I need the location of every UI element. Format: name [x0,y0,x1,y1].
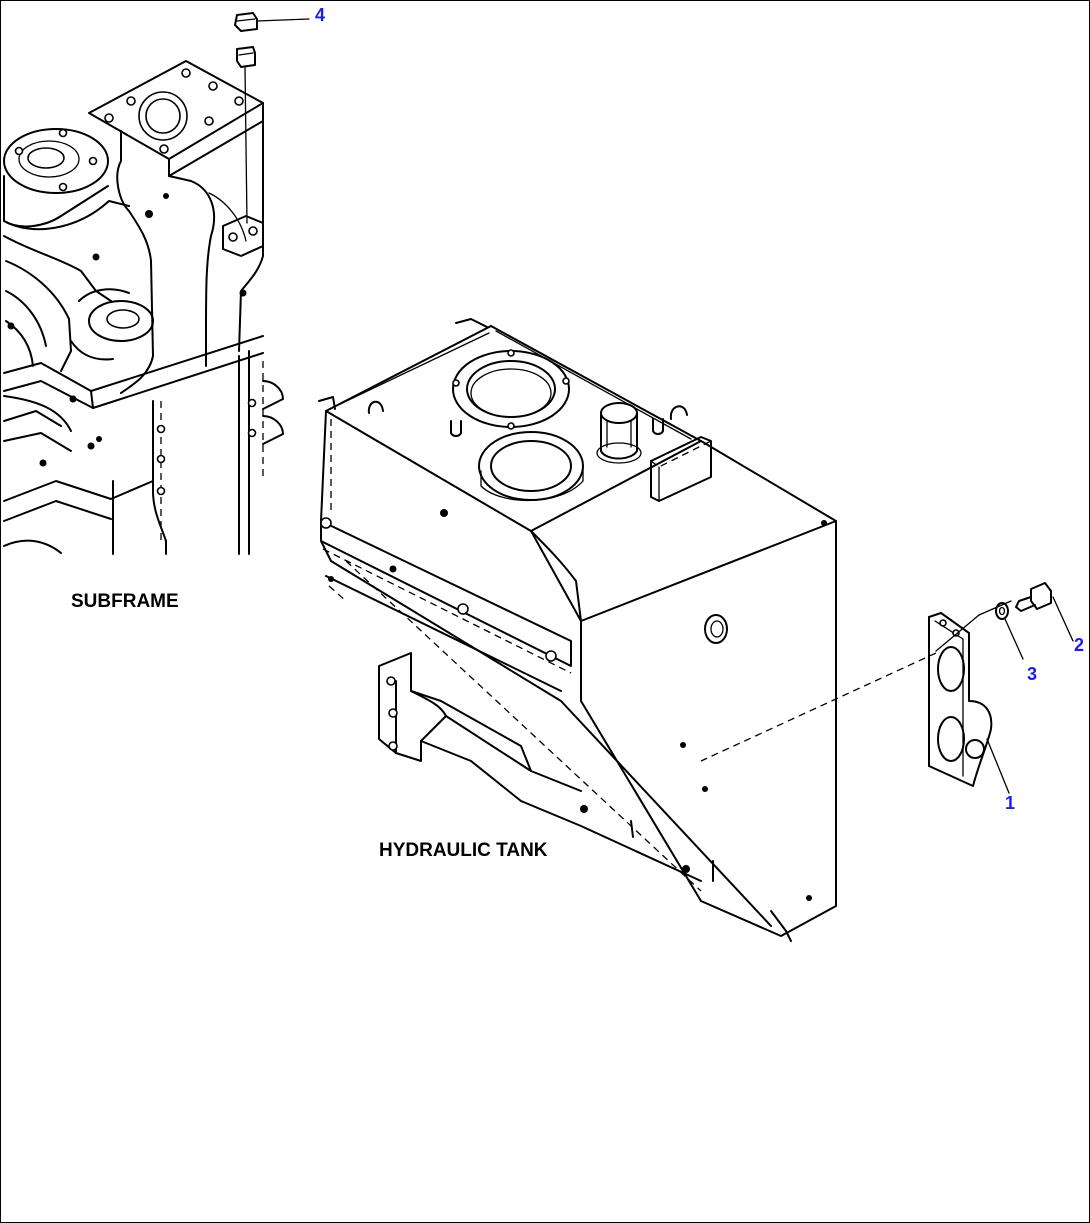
callout-4: 4 [315,5,326,25]
hydraulic-tank-drawing [318,318,837,942]
item-4-fitting [234,12,310,224]
callout-2: 2 [1074,635,1085,655]
callout-3: 3 [1027,664,1038,684]
subframe-label: SUBFRAME [71,591,179,612]
hydraulic-tank-label: HYDRAULIC TANK [379,840,548,861]
item-2-bolt [1015,582,1074,642]
item-3-washer [995,602,1024,660]
callout-1: 1 [1005,793,1016,813]
item-1-plate [928,612,993,787]
subframe-drawing [3,60,284,555]
